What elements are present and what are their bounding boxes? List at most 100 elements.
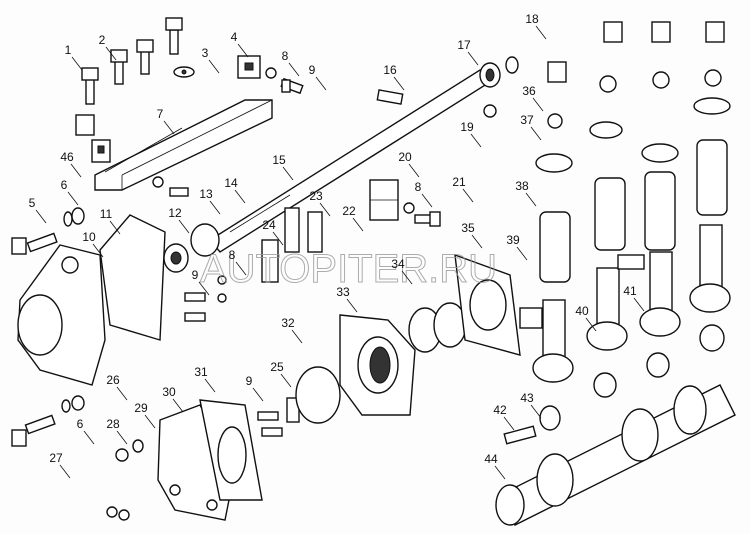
callout-27: 27: [49, 451, 63, 465]
callout-33: 33: [336, 285, 350, 299]
callout-30: 30: [162, 385, 176, 399]
leader-line: [585, 317, 597, 332]
callout-38: 38: [515, 179, 529, 193]
leader-line: [532, 97, 544, 112]
callout-36: 36: [522, 84, 536, 98]
leader-line: [530, 404, 542, 419]
washers-38: [535, 97, 731, 173]
bolt-5: [11, 232, 58, 255]
leader-line: [92, 243, 104, 258]
callout-11: 11: [100, 207, 113, 221]
disc-32: [295, 366, 341, 424]
leader-line: [35, 209, 47, 224]
leader-line: [178, 219, 190, 234]
leader-line: [105, 46, 117, 61]
housing-10: [17, 244, 106, 386]
nut-12: [163, 243, 189, 273]
springs-39: [539, 139, 728, 283]
flange-33: [339, 314, 416, 416]
tappets-40: [532, 224, 731, 383]
gasket-31: [199, 399, 263, 501]
bushing-17: [479, 62, 501, 88]
callout-8: 8: [282, 49, 289, 63]
leader-line: [291, 329, 303, 344]
callout-4: 4: [231, 30, 238, 44]
leader-line: [235, 261, 247, 276]
leader-line: [71, 56, 83, 71]
callout-8: 8: [229, 248, 236, 262]
leader-line: [272, 231, 284, 246]
callout-29: 29: [134, 401, 148, 415]
leader-line: [70, 163, 82, 178]
callout-12: 12: [168, 206, 182, 220]
leader-line: [471, 234, 483, 249]
leader-line: [393, 76, 405, 91]
callout-40: 40: [575, 304, 589, 318]
leader-line: [237, 43, 249, 58]
leader-line: [234, 189, 246, 204]
leader-line: [470, 133, 482, 148]
pin-42: [503, 425, 537, 445]
callout-28: 28: [106, 417, 120, 431]
leader-line: [494, 465, 506, 480]
nut-14: [190, 223, 220, 257]
callout-15: 15: [272, 153, 286, 167]
callout-22: 22: [342, 204, 356, 218]
leader-line: [59, 464, 71, 479]
callout-20: 20: [398, 150, 412, 164]
gasket-35: [454, 253, 521, 356]
leader-line: [83, 430, 95, 445]
nut-28-29: [106, 439, 144, 521]
block-20: [369, 179, 399, 221]
leader-line: [535, 25, 547, 40]
callout-37: 37: [520, 113, 534, 127]
leader-line: [116, 386, 128, 401]
leader-line: [421, 193, 433, 208]
leader-line: [462, 188, 474, 203]
leader-line: [408, 163, 420, 178]
callout-32: 32: [281, 316, 295, 330]
callout-14: 14: [224, 176, 238, 190]
leader-line: [530, 126, 542, 141]
callout-2: 2: [99, 33, 106, 47]
bolt-21: [403, 202, 441, 227]
callout-23: 23: [309, 189, 323, 203]
shaft-15: [208, 69, 492, 253]
callout-7: 7: [157, 107, 164, 121]
leader-line: [280, 373, 292, 388]
bolt-9: [280, 77, 304, 95]
callout-34: 34: [391, 257, 405, 271]
callout-1: 1: [65, 43, 72, 57]
callout-41: 41: [623, 284, 637, 298]
leader-line: [204, 378, 216, 393]
callout-18: 18: [525, 12, 539, 26]
callout-43: 43: [520, 391, 534, 405]
watermark: AUTOPITER.RU: [200, 247, 497, 291]
leader-line: [252, 387, 264, 402]
callout-5: 5: [29, 196, 36, 210]
callout-9: 9: [309, 63, 316, 77]
leader-line: [633, 297, 645, 312]
washers-6-26: [61, 395, 85, 413]
callout-13: 13: [199, 187, 213, 201]
leader-line: [67, 191, 79, 206]
bolts-9-lower: [257, 411, 283, 437]
bolt-27: [11, 414, 56, 447]
callout-19: 19: [460, 120, 474, 134]
leader-line: [282, 166, 294, 181]
roller-41: [519, 254, 645, 329]
leader-line: [467, 51, 479, 66]
camshaft-44: [495, 384, 736, 526]
gasket-11: [99, 214, 166, 341]
callout-44: 44: [484, 452, 498, 466]
leader-line: [208, 59, 220, 74]
callout-10: 10: [82, 230, 96, 244]
cover-30: [157, 404, 236, 521]
callout-9: 9: [192, 268, 199, 282]
clamp-parts: [75, 114, 111, 163]
callout-39: 39: [506, 233, 520, 247]
leader-line: [288, 62, 300, 77]
ring-18: [505, 56, 519, 74]
